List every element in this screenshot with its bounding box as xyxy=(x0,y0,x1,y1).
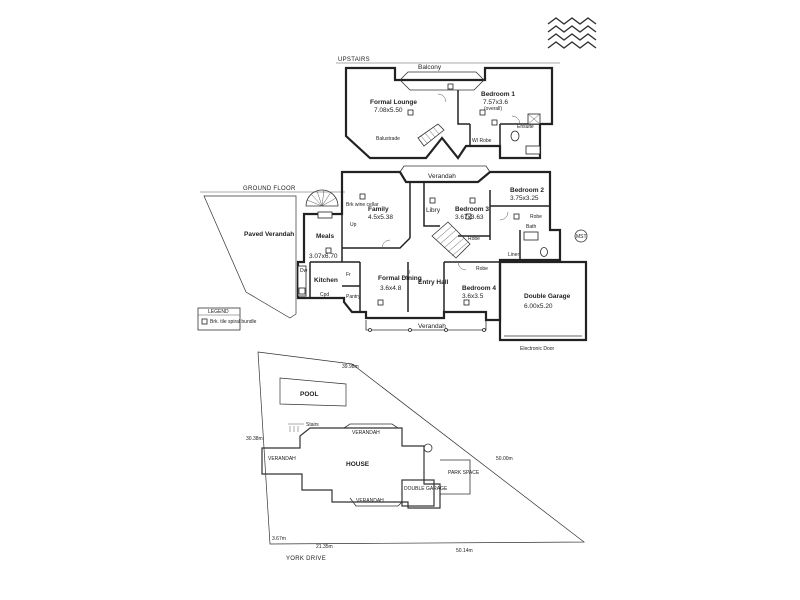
site-verandah-bottom: VERANDAH xyxy=(356,498,384,504)
bedroom1-note: (overall) xyxy=(484,106,502,112)
wir-label: WI Robe xyxy=(472,138,492,144)
double-garage-label: Double Garage xyxy=(524,293,571,300)
toilet-icon xyxy=(510,130,520,142)
cpd-label: Cpd xyxy=(320,292,329,298)
site-stairs-icon xyxy=(288,423,304,432)
meals-label: Meals xyxy=(316,233,334,240)
electronic-door-label: Electronic Door xyxy=(520,346,555,352)
paved-verandah-outline xyxy=(203,195,297,319)
bedroom3-label: Bedroom 3 xyxy=(455,206,489,213)
bath-label: Bath xyxy=(526,224,537,230)
stove-icon xyxy=(298,287,306,295)
dim-bottom1: 21.35m xyxy=(316,544,333,550)
wine-cellar-icon xyxy=(317,211,333,219)
rear-verandah-outline xyxy=(399,165,491,173)
robe-label: Robe xyxy=(530,214,542,220)
wave-logo-icon xyxy=(547,17,597,49)
upstairs-label: UPSTAIRS xyxy=(338,57,370,63)
street-label: YORK DRIVE xyxy=(286,556,326,562)
entry-hall-label: Entry Hall xyxy=(418,279,449,286)
bathroom-toilet-icon xyxy=(540,247,548,257)
ensuite-label: Ensuite xyxy=(517,124,534,130)
dim-bottom2: 50.14m xyxy=(456,548,473,554)
legend-title: LEGEND xyxy=(208,309,229,315)
bedroom4-size: 3.6x3.5 xyxy=(462,293,484,300)
pantry-label: Pantry xyxy=(346,294,361,300)
verandah-top-label: Verandah xyxy=(428,173,456,180)
bedroom2-size: 3.75x3.25 xyxy=(510,195,539,202)
front-verandah-outline xyxy=(365,320,487,331)
robe3-label: Robe xyxy=(476,266,488,272)
formal-lounge-label: Formal Lounge xyxy=(370,99,417,106)
site-garage-label: DOUBLE GARAGE xyxy=(404,486,448,492)
formal-lounge-size: 7.08x5.50 xyxy=(374,107,403,114)
wine-cellar-label: Brk wine cellar xyxy=(346,202,379,208)
legend-swatch-icon xyxy=(201,318,208,325)
bedroom4-label: Bedroom 4 xyxy=(462,285,496,292)
family-size: 4.5x5.38 xyxy=(368,214,393,221)
robe2-label: Robe xyxy=(468,236,480,242)
park-space-label: PARK SPACE xyxy=(448,470,480,476)
library-label: Libry xyxy=(426,207,441,214)
legend-box xyxy=(197,307,241,331)
site-stairs-label: Stairs xyxy=(306,422,319,428)
park-space-outline xyxy=(440,459,471,495)
site-house-label: HOUSE xyxy=(346,461,370,468)
bedroom1-label: Bedroom 1 xyxy=(481,91,515,98)
ground-floor-label: GROUND FLOOR xyxy=(243,186,296,192)
bedroom2-label: Bedroom 2 xyxy=(510,187,544,194)
dim-top: 39.98m xyxy=(342,364,359,370)
ground-stairs xyxy=(431,221,471,259)
tree-icon xyxy=(423,443,433,453)
linen-label: Linen xyxy=(508,252,520,258)
dim-left: 30.38m xyxy=(246,436,263,442)
spiral-stair-icon xyxy=(305,189,339,207)
site-verandah-top: VERANDAH xyxy=(352,430,380,436)
vanity-icon xyxy=(525,145,541,155)
site-boundary xyxy=(257,351,586,545)
kitchen-label: Kitchen xyxy=(314,277,338,284)
family-label: Family xyxy=(368,206,389,213)
bath-icon xyxy=(523,231,539,241)
formal-dining-label: Formal Dining xyxy=(378,275,422,282)
verandah-bottom-label: Verandah xyxy=(418,323,446,330)
dim-bottom3: 3.67m xyxy=(272,536,286,542)
meals-size: 3.07x6.70 xyxy=(309,253,338,260)
balcony-label: Balcony xyxy=(418,64,442,71)
site-house-outline xyxy=(261,423,441,509)
pool-label: POOL xyxy=(300,391,318,398)
site-verandah-left: VERANDAH xyxy=(268,456,296,462)
kitchen-bench xyxy=(297,265,307,297)
mst-marker xyxy=(574,229,588,243)
bedroom3-size: 3.67x3.63 xyxy=(455,214,484,221)
ground-plan xyxy=(296,165,588,342)
dim-right: 50.00m xyxy=(496,456,513,462)
upstairs-stairs xyxy=(417,123,445,147)
dw-label: Dw xyxy=(300,268,308,274)
paved-verandah-label: Paved Verandah xyxy=(244,231,294,238)
mst-label: MST xyxy=(576,234,587,240)
formal-dining-size: 3.6x4.8 xyxy=(380,285,402,292)
pool-outline xyxy=(279,377,347,407)
site-garage-outline xyxy=(401,479,435,507)
fr-label: Fr xyxy=(346,272,351,278)
up-label: Up xyxy=(350,222,357,228)
balustrade-label: Balustrade xyxy=(376,136,400,142)
upstairs-plan xyxy=(344,66,554,160)
double-garage-size: 6.00x5.20 xyxy=(524,303,553,310)
legend-item: Brk. tile spiral bundle xyxy=(210,319,257,325)
bedroom1-size: 7.57x3.6 xyxy=(483,99,508,106)
